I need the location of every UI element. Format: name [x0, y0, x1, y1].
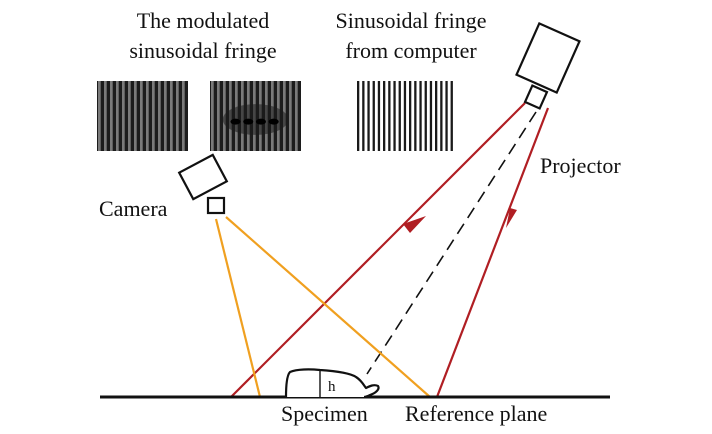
projector-icon — [515, 22, 581, 110]
projector-optical-axis — [366, 111, 537, 375]
camera-ray-right — [225, 216, 431, 398]
computer-fringe-label-line2: from computer — [345, 38, 477, 63]
reference-plane-label: Reference plane — [405, 401, 547, 426]
modulated-fringe-label-line1: The modulated — [137, 8, 270, 33]
specimen-shape — [284, 368, 380, 399]
projector-ray-right-arrow — [506, 208, 517, 228]
camera-icon — [177, 153, 229, 215]
modulated-fringe-image-flat — [97, 81, 188, 151]
camera-ray-left — [214, 218, 262, 398]
camera-label: Camera — [99, 196, 168, 221]
projector-ray-right — [435, 107, 550, 398]
projector-ray-left — [230, 102, 526, 398]
projector-label: Projector — [540, 153, 621, 178]
height-label: h — [328, 379, 336, 395]
camera-rays — [214, 216, 431, 398]
projector-ray-left-arrow — [403, 216, 426, 233]
modulated-fringe-label-line2: sinusoidal fringe — [129, 38, 276, 63]
computer-fringe-label-line1: Sinusoidal fringe — [336, 8, 487, 33]
modulated-fringe-image-specimen — [210, 81, 301, 151]
specimen-label: Specimen — [281, 401, 368, 426]
projector-rays — [230, 102, 550, 398]
computer-fringe-image — [356, 81, 456, 151]
